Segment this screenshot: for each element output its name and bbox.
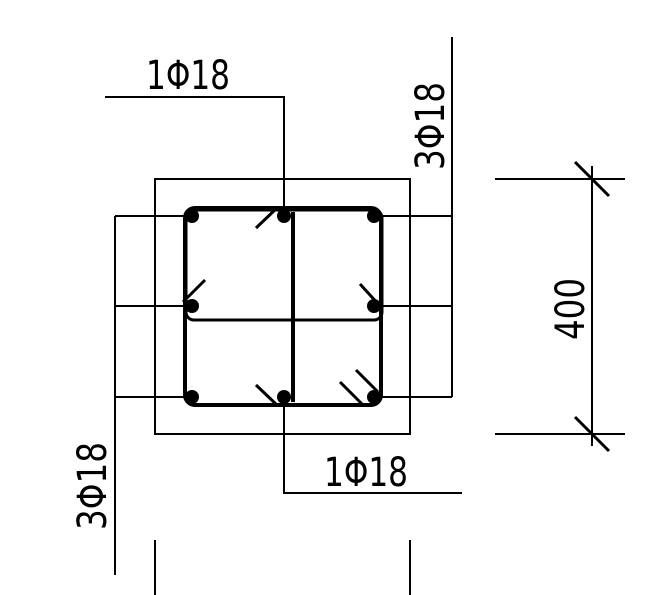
- leader-bottom: [283, 397, 462, 494]
- label-bottom-bar: 1Φ18: [324, 450, 408, 496]
- leader-left: [114, 215, 192, 575]
- label-top-bar: 1Φ18: [146, 53, 230, 99]
- horizontal-tie: [184, 208, 384, 322]
- dimension-label: 400: [548, 278, 594, 340]
- outer-stirrup: [183, 206, 383, 407]
- stirrup-hooks: [181, 205, 382, 408]
- leader-right: [374, 37, 453, 398]
- dimension-line: [495, 160, 625, 453]
- leader-top: [105, 96, 285, 216]
- label-right-bars: 3Φ18: [408, 82, 454, 170]
- label-left-bars: 3Φ18: [70, 442, 116, 530]
